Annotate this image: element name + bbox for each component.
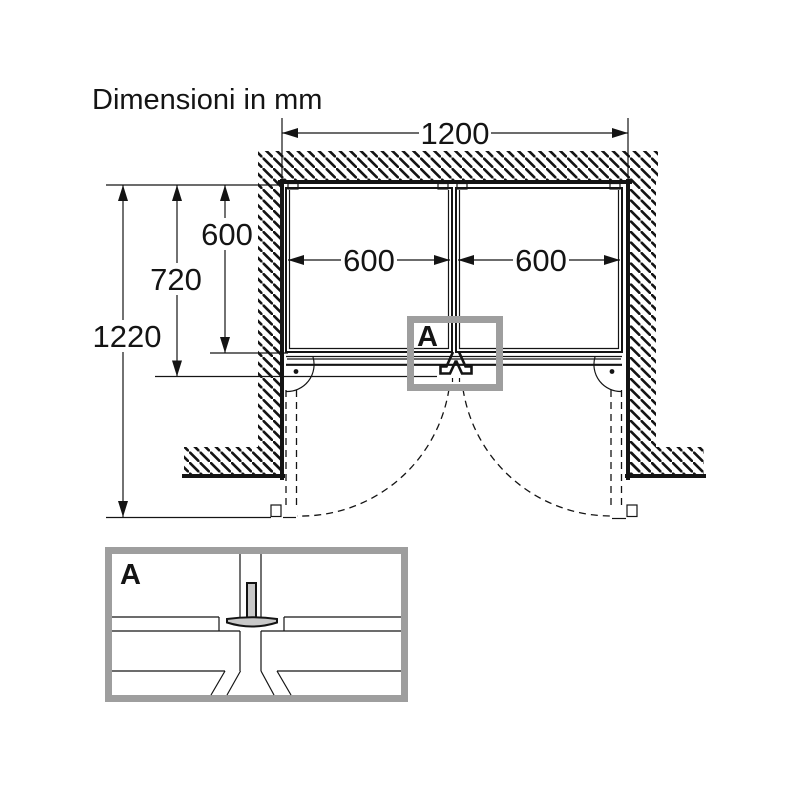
arrowhead — [434, 255, 450, 265]
wall-left — [258, 182, 282, 476]
appliance-left-unit — [285, 187, 453, 353]
arrowhead — [604, 255, 620, 265]
dim-720: 720 — [148, 185, 204, 377]
dim-600-right-unit: 600 — [458, 243, 620, 278]
dim-label-1200: 1200 — [421, 116, 490, 151]
hinge-tab — [609, 182, 621, 190]
door-swing-path-left — [296, 388, 450, 517]
diagram-title: Dimensioni in mm — [92, 84, 322, 116]
hinge-tabs — [287, 182, 621, 190]
detail-label-a: A — [120, 559, 141, 591]
door-end-cap-right — [626, 504, 638, 518]
hinge-tab — [287, 182, 299, 190]
wall-foot-left — [184, 447, 282, 476]
dim-1220: 1220 — [92, 185, 162, 517]
detail-box — [105, 547, 408, 702]
door-swing-path-right — [462, 388, 612, 517]
pivot-dot-left — [293, 369, 299, 374]
wall-hatching — [184, 151, 704, 476]
dim-600-left-unit: 600 — [288, 243, 450, 278]
callout-box-a: A — [407, 316, 503, 391]
arrowhead — [612, 128, 628, 138]
wall-foot-right — [630, 447, 704, 476]
wall-inner-lines — [182, 179, 706, 480]
arrowhead — [458, 255, 474, 265]
hinge-tab — [437, 182, 449, 190]
arrowhead — [288, 255, 304, 265]
connector-rod — [246, 582, 257, 620]
arrowhead — [220, 185, 230, 201]
callout-label-a: A — [417, 321, 438, 353]
door-end-cap-left — [270, 504, 282, 518]
detail-door-joint — [112, 554, 401, 696]
dim-1200: 1200 — [282, 116, 628, 151]
dim-label-1220: 1220 — [93, 319, 162, 354]
open-door-right — [610, 390, 638, 520]
wall-top — [258, 151, 658, 182]
dim-label-720: 720 — [150, 262, 202, 297]
arrowhead — [172, 360, 182, 377]
wall-right — [630, 182, 656, 476]
dim-label-600-left: 600 — [343, 243, 395, 278]
arrowhead — [118, 501, 128, 517]
arrowhead — [220, 337, 230, 353]
arrowhead — [282, 128, 298, 138]
appliance-right-unit — [455, 187, 623, 353]
dim-label-600-depth: 600 — [201, 217, 253, 252]
detail-view-a: A — [105, 547, 408, 702]
pivot-dot-right — [609, 369, 615, 374]
hinge-tab — [456, 182, 468, 190]
dim-600-depth: 600 — [199, 185, 255, 353]
door-swing-arc-right — [593, 356, 622, 393]
arrowhead — [172, 185, 182, 201]
connector-base — [226, 616, 278, 628]
extension-lines — [106, 118, 629, 519]
arrowhead — [118, 185, 128, 201]
open-door-left — [270, 390, 298, 519]
dim-label-600-right: 600 — [515, 243, 567, 278]
door-swing-arc-left — [286, 356, 315, 393]
